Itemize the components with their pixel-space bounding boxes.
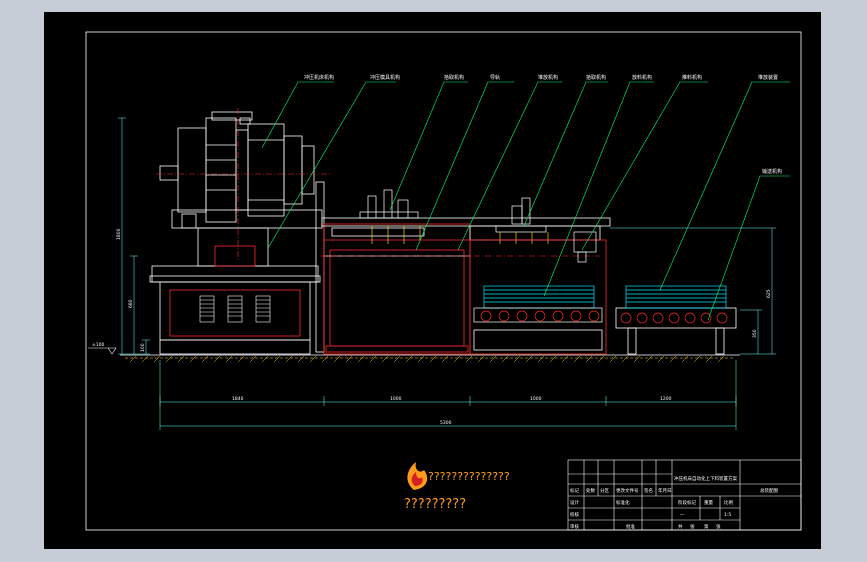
- tb-approve: 批准: [626, 523, 635, 530]
- stacking-conveyor: [473, 285, 603, 323]
- tb-scale: 1:5: [724, 512, 731, 518]
- drawing-sheet-background: [44, 12, 821, 549]
- dimension-lines: [118, 117, 776, 430]
- tb-dash: —: [680, 513, 685, 518]
- leader-lines: [261, 81, 790, 321]
- picker-right: [495, 197, 549, 244]
- callout-9: 堆放装置: [758, 74, 778, 81]
- dim-h-right1: 625: [766, 289, 772, 298]
- tb-rh1: 重量: [704, 499, 713, 506]
- callout-3: 拾取机构: [444, 74, 464, 81]
- tb-h4: 签名: [644, 487, 653, 494]
- callout-7: 放料机构: [632, 74, 652, 81]
- conveyor-rollers: [620, 312, 728, 324]
- tb-tag: 标准化: [616, 499, 630, 506]
- dim-h-total: 1800: [116, 228, 122, 240]
- conveyor-stack: [625, 285, 727, 309]
- dim-h-press: 680: [128, 299, 134, 308]
- top-rail: [321, 217, 611, 241]
- callout-5: 堆放机构: [538, 74, 558, 81]
- dim-h-base: 100: [140, 343, 146, 352]
- tb-rh2: 比例: [724, 499, 733, 506]
- callout-8: 推料机构: [682, 74, 702, 81]
- dim-ground: ±100: [92, 342, 104, 348]
- tb-sheet2: 第: [704, 523, 709, 530]
- tb-h1: 处数: [586, 487, 595, 494]
- title-block-drawing-title: 冲压机床自动化上下料装置方案: [674, 475, 737, 482]
- tb-sheet3: 张: [716, 523, 721, 530]
- tb-h5: 年月日: [658, 487, 672, 494]
- punch-press-machine: [149, 108, 330, 355]
- callout-6: 拾取机构: [586, 74, 606, 81]
- tb-rh0: 阶段标记: [678, 499, 696, 506]
- tb-h2: 分区: [600, 487, 609, 494]
- tb-h3: 更改文件号: [616, 487, 639, 494]
- logo-line2: ?????????: [404, 497, 466, 512]
- ground-marker: [88, 347, 117, 355]
- dim-seg2: 1000: [390, 396, 402, 402]
- callout-10: 输送机构: [762, 168, 782, 175]
- guide-rail-frame: [323, 223, 471, 355]
- title-block-drawing-name: 总装配图: [760, 487, 778, 494]
- dim-seg1: 1840: [232, 396, 244, 402]
- push-cylinder: [573, 231, 597, 263]
- callout-2: 冲压模具机构: [370, 74, 400, 81]
- dim-h-right2: 350: [752, 329, 758, 338]
- dim-seg3: 1000: [530, 396, 542, 402]
- stacking-rollers: [480, 310, 600, 322]
- logo-flame-icon: [407, 462, 428, 490]
- tb-h0: 标记: [570, 487, 579, 494]
- dim-overall: 5300: [440, 420, 452, 426]
- tb-row0: 设计: [570, 499, 579, 506]
- logo-line1: ??????????????: [428, 470, 510, 483]
- callout-4: 导轨: [490, 74, 500, 81]
- inner-border: [85, 31, 802, 531]
- title-block: [567, 459, 802, 531]
- tb-sheet0: 共: [678, 523, 683, 530]
- stacking-station: [469, 239, 607, 355]
- tb-row2: 审核: [570, 523, 579, 530]
- tb-sheet1: 张: [690, 523, 695, 530]
- picker-left: [359, 189, 421, 244]
- dim-seg4: 1200: [660, 396, 672, 402]
- callout-1: 冲压机床机构: [304, 74, 334, 81]
- tb-row1: 校核: [570, 511, 579, 518]
- ground-line: [120, 354, 740, 363]
